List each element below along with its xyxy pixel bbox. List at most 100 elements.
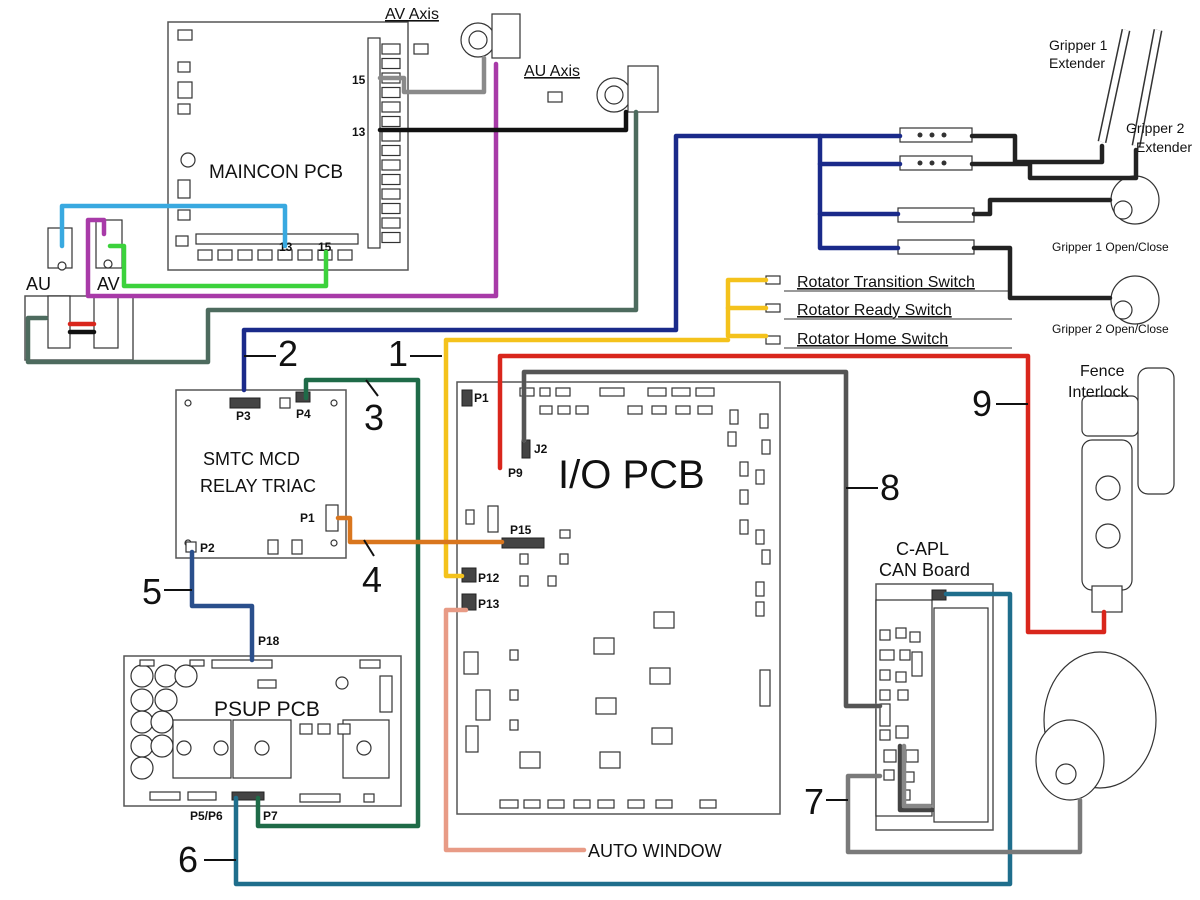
board-component (523, 799, 541, 809)
board-component (475, 689, 491, 721)
rotator-motor (1035, 651, 1157, 801)
cable-number-8: 8 (880, 467, 900, 508)
capacitor (154, 664, 178, 688)
board-component (627, 405, 643, 415)
board-component (555, 387, 571, 397)
board-component (653, 611, 675, 629)
cable-number-6: 6 (178, 839, 198, 880)
smtc-label-1: SMTC MCD (203, 449, 300, 469)
capacitor (150, 734, 174, 758)
psup-p18: P18 (258, 634, 280, 648)
board-component (883, 749, 897, 763)
io-pcb-label: I/O PCB (558, 453, 705, 497)
io-p15: P15 (510, 523, 532, 537)
fence-label-1: Fence (1080, 363, 1125, 380)
board-component (381, 57, 401, 70)
board-component (651, 405, 667, 415)
board-component (381, 231, 401, 244)
fence-label-2: Interlock (1068, 384, 1129, 401)
board-component (651, 727, 673, 745)
board-component (895, 627, 907, 639)
io-p9: P9 (508, 466, 523, 480)
smtc-p3: P3 (236, 409, 251, 423)
au-axis-motor: AU Axis (524, 63, 659, 113)
board-component (559, 529, 571, 539)
capacitor (150, 710, 174, 734)
board-component (381, 217, 401, 229)
maincon-bottom-15: 15 (318, 240, 332, 254)
gripper-extenders: Gripper 1 Extender Gripper 2 Extender (1049, 29, 1192, 155)
board-component (755, 529, 765, 545)
board-component (381, 130, 401, 142)
board-component (879, 689, 891, 701)
board-component (897, 689, 909, 701)
au-av-drives: AU AV (24, 219, 134, 361)
io-p13: P13 (478, 597, 500, 611)
cable-number-7: 7 (804, 781, 824, 822)
board-component (575, 405, 589, 415)
rotator-home-label: Rotator Home Switch (797, 331, 948, 348)
board-component (879, 629, 891, 641)
rotator-ready-label: Rotator Ready Switch (797, 302, 952, 319)
capacitor (154, 688, 178, 712)
board-component (595, 697, 617, 715)
board-component (547, 799, 565, 809)
board-component (217, 249, 233, 261)
board-component (509, 689, 519, 701)
av-label: AV (97, 274, 120, 294)
rotator-switches: Rotator Transition Switch Rotator Ready … (765, 274, 1012, 349)
auto-window-label: AUTO WINDOW (588, 841, 722, 861)
board-component (465, 509, 475, 525)
board-component (509, 649, 519, 661)
maincon-conn-15: 15 (352, 73, 366, 87)
board-component (599, 751, 621, 769)
psup-label: PSUP PCB (214, 698, 320, 721)
board-component (627, 799, 645, 809)
gripper1-oc-label: Gripper 1 Open/Close (1052, 240, 1169, 254)
maincon-pcb: MAINCON PCB 15 13 13 15 (167, 21, 409, 271)
board-component (381, 144, 401, 157)
board-component (761, 439, 771, 455)
cable-number-1: 1 (388, 333, 408, 374)
board-component (381, 188, 401, 200)
board-component (519, 751, 541, 769)
board-component (647, 387, 667, 397)
cable-number-9: 9 (972, 383, 992, 424)
board-component (465, 725, 479, 753)
board-component (547, 575, 557, 587)
cable-number-2: 2 (278, 333, 298, 374)
io-j2: J2 (534, 442, 548, 456)
gripper2-ext-label-1: Gripper 2 (1126, 120, 1185, 136)
board-component (759, 413, 769, 429)
board-component (519, 575, 529, 587)
capacitor (130, 664, 154, 688)
board-component (597, 799, 615, 809)
smtc-p2: P2 (200, 541, 215, 555)
board-component (899, 649, 911, 661)
board-component (297, 249, 313, 261)
board-component (759, 669, 771, 707)
capl-label-2: CAN Board (879, 560, 970, 580)
io-pcb: I/O PCB P1 J2 P9 P15 P12 P13 (456, 381, 781, 815)
board-component (381, 115, 401, 128)
smtc-p1: P1 (300, 511, 315, 525)
board-component (197, 249, 213, 261)
board-component (463, 651, 479, 675)
rotator-transition-label: Rotator Transition Switch (797, 274, 975, 291)
board-component (879, 649, 895, 661)
board-component (593, 637, 615, 655)
board-component (905, 749, 919, 763)
board-component (559, 553, 569, 565)
board-component (755, 469, 765, 485)
cable-number-3: 3 (364, 397, 384, 438)
board-component (381, 101, 401, 113)
capl-can-board: C-APL CAN Board (875, 539, 994, 831)
capacitor (130, 710, 154, 734)
au-label: AU (26, 274, 51, 294)
board-component (277, 249, 293, 261)
capacitor (130, 734, 154, 758)
board-component (237, 249, 253, 261)
fence-interlock: Fence Interlock (1068, 363, 1175, 613)
board-component (909, 631, 921, 643)
